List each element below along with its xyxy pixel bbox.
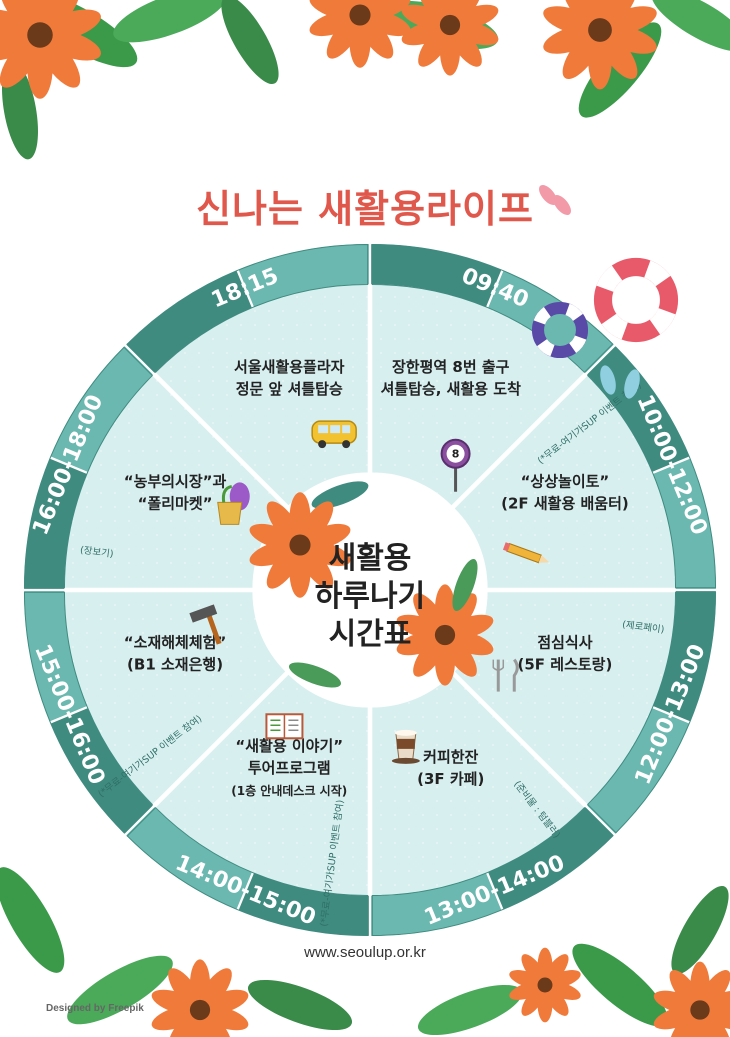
poster-title: 신나는 새활용라이프 [196,187,534,231]
bus-stop-sign-icon: 8 [440,438,471,492]
segment-text-line: (B1 소재은행) [127,656,223,674]
segment-note: (장보기) [79,545,114,560]
time-band [50,346,153,472]
time-band [126,270,252,373]
vegetable-bag-icon [217,482,250,525]
segment-text-line: 장한평역 8번 출구 [392,358,510,376]
cutlery-icon [492,658,519,692]
schedule-segment: 16:00-18:00“농부의시장”과“폴리마켓”(장보기) [23,346,286,589]
segment-text-line: “소재해체체험” [124,634,227,652]
time-band [488,270,614,373]
time-band [24,591,87,722]
segment-text-line: “농부의시장”과 [124,472,227,490]
bus-icon [311,420,357,449]
center-title-line: 하루나기 [315,579,425,614]
time-band [50,708,153,834]
hammer-icon [189,604,222,645]
schedule-segment: 10:00-12:00“상상놀이토”(2F 새활용 배움터)(*무료-여기가SU… [454,346,717,589]
segment-text-line: 셔틀탑승, 새활용 도착 [381,380,522,398]
time-band [587,708,690,834]
time-band [238,244,369,307]
segment-text-line: “상상놀이토” [521,472,610,490]
schedule-segment: 15:00-16:00“소재해체체험”(B1 소재은행)(*무료-여기가SUP … [23,591,286,834]
time-band [653,591,716,722]
tropical-leaves-decoration [0,0,730,160]
credit-text: Designed by Freepik [46,1003,144,1014]
schedule-segment: 14:00-15:00“새활용 이야기”투어프로그램(1층 안내데스크 시작)(… [126,674,369,937]
segment-text-line: 점심식사 [537,634,592,652]
segment-text-line: (2F 새활용 배움터) [501,494,629,512]
segment-text-line: (3F 카페) [417,770,484,788]
coffee-cup-icon [391,729,420,764]
time-band [371,873,502,936]
time-band [653,458,716,589]
tropical-leaves-bottom-decoration [0,867,730,1037]
bus-stop-number: 8 [452,448,460,461]
segment-note: (제로페이) [622,619,665,635]
swim-ring-decoration [531,185,679,399]
segment-text-line: 정문 앞 셔틀탑승 [236,380,343,398]
book-icon [265,713,304,740]
segment-text-line: 커피한잔 [423,748,478,766]
segment-text-line: (5F 레스토랑) [518,656,613,674]
time-band [126,807,252,910]
website-url[interactable]: www.seoulup.or.kr [304,944,426,961]
segment-text-line: (1층 안내데스크 시작) [231,783,347,798]
segment-text-line: 투어프로그램 [248,759,331,777]
pencil-icon [502,542,550,564]
segment-text-line: 서울새활용플라자 [234,358,345,376]
center-title-line: 새활용 [329,541,412,576]
segment-text-line: “폴리마켓” [138,494,213,512]
center-title-line: 시간표 [329,617,412,652]
time-band [24,458,87,589]
time-band [238,873,369,936]
time-band [488,807,614,910]
time-band [371,244,502,307]
segment-text-line: “새활용 이야기” [235,737,343,755]
